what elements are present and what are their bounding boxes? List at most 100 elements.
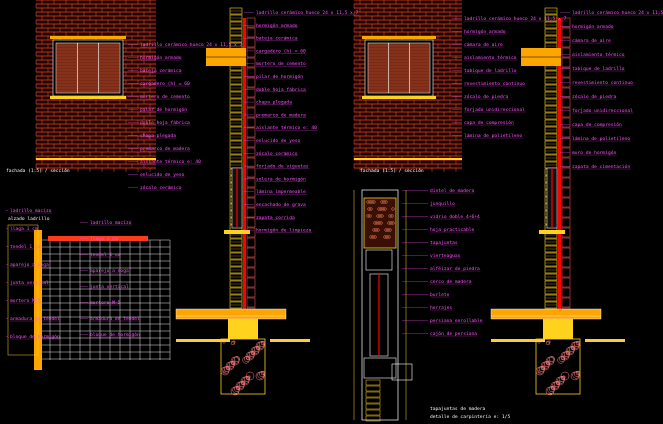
center-detail-label: cajón de persiana (430, 330, 477, 337)
head-block-pattern (379, 221, 383, 225)
head-block-pattern (371, 235, 375, 239)
aggregate-circle (239, 381, 245, 387)
bottom-caption: detalle de carpintería e: 1/5 (430, 413, 510, 420)
aggregate-circle (575, 340, 581, 346)
grid-detail-label: ladrillo macizo (10, 208, 52, 214)
aggregate-circle (252, 346, 260, 354)
aggregate-circle (555, 376, 565, 386)
aggregate-circle (574, 341, 580, 347)
ground-line (176, 339, 230, 342)
head-block-pattern (387, 235, 391, 239)
aggregate-circle (565, 350, 571, 356)
head-block-pattern (366, 200, 370, 204)
aggregate-circle (559, 356, 565, 362)
window-lintel (362, 36, 436, 39)
head-block-pattern (373, 235, 377, 239)
inner-leaf-unit (246, 217, 256, 228)
elevation-left-label: hormigón armado (140, 54, 182, 61)
section-left-label: aislante térmico e: 40 (256, 124, 317, 131)
lower-brick (365, 391, 381, 398)
head-block-pattern (369, 207, 373, 211)
aggregate-circle (574, 371, 580, 377)
inner-leaf-unit (246, 277, 256, 288)
inner-leaf-unit (561, 67, 571, 78)
elevation-left-view (35, 0, 156, 172)
lower-brick (365, 415, 381, 422)
bottom-caption: tapajuntas de madera (430, 406, 486, 412)
section-left-label: encachado de grava (256, 202, 306, 208)
inner-leaf-unit (246, 207, 256, 218)
inner-leaf-unit (246, 27, 256, 38)
grid-detail-right-label: llaga 1 cm (90, 236, 118, 242)
aggregate-circle (557, 376, 565, 384)
aggregate-circle (237, 381, 245, 389)
elevation-right-label: ladrillo cerámico hueco 24 x 11,5 x 7 (464, 15, 567, 22)
aggregate-circle (557, 356, 565, 364)
window-sill-section (224, 230, 250, 234)
aggregate-circle (250, 346, 260, 356)
elevation-left-label: premarco de madera (140, 146, 190, 152)
aggregate-circle (560, 375, 566, 381)
aggregate-circle (535, 366, 545, 376)
head-block-pattern (385, 235, 389, 239)
grid-detail-right-label: mortero M-5 (90, 300, 121, 306)
inner-leaf-unit (561, 177, 571, 188)
aggregate-circle (240, 376, 250, 386)
grid-detail-right-label: armadura de tendel (90, 316, 140, 322)
inner-leaf-unit (561, 37, 571, 48)
elevation-left-label: pilar de hormigón (140, 106, 187, 113)
elevation-left-label: bateja cerámica (140, 67, 182, 74)
inner-leaf-unit (246, 37, 256, 48)
inner-leaf-unit (561, 277, 571, 288)
head-block-pattern (376, 214, 380, 218)
section-left-label: premarco de madera (256, 112, 306, 118)
grid-detail-label: mortero M-5 (10, 298, 41, 304)
grid-detail-right-label: ladrillo macizo (90, 220, 132, 226)
inner-leaf-unit (246, 197, 256, 208)
aggregate-circle (562, 351, 570, 359)
head-block-pattern (379, 207, 383, 211)
ground-line (270, 339, 310, 342)
head-block-pattern (380, 200, 384, 204)
aggregate-circle (547, 356, 555, 364)
inner-leaf-unit (561, 197, 571, 208)
section-left-label: zócalo cerámico (256, 150, 298, 157)
aggregate-circle (572, 371, 580, 379)
aggregate-circle (244, 376, 250, 382)
inner-leaf-unit (246, 87, 256, 98)
aggregate-circle (230, 386, 240, 396)
lower-brick (365, 379, 381, 386)
center-detail-label: tapajuntas (430, 240, 458, 246)
center-detail-label: vidrio doble 4+6+4 (430, 214, 480, 220)
aggregate-circle (544, 361, 550, 367)
aggregate-circle (225, 365, 231, 371)
aggregate-circle (242, 356, 250, 364)
head-block-pattern (383, 235, 387, 239)
aggregate-circle (259, 341, 265, 347)
inner-leaf-unit (246, 267, 256, 278)
inner-leaf-unit (246, 17, 256, 28)
aggregate-circle (542, 361, 550, 369)
inner-leaf-unit (246, 117, 256, 128)
section-left-label: hormigón armado (256, 22, 298, 29)
inner-leaf-unit (561, 127, 571, 138)
aggregate-circle (244, 356, 250, 362)
head-block-pattern (382, 200, 386, 204)
elevation-right-label: aislamiento térmico (464, 54, 517, 61)
section-right-label: capa de compresión (572, 121, 622, 128)
aggregate-circle (222, 370, 226, 374)
aggregate-circle (549, 386, 555, 392)
plinth-line (36, 158, 156, 160)
elevation-right-view (353, 0, 462, 172)
aggregate-circle (570, 341, 580, 351)
elevation-left-label: zócalo cerámico (140, 184, 182, 191)
aggregate-circle (570, 371, 580, 381)
inner-leaf-unit (246, 247, 256, 258)
view-caption: fachada (1:5) / sección (6, 167, 70, 174)
inner-leaf-unit (561, 47, 571, 58)
aggregate-circle (245, 371, 255, 381)
aggregate-circle (234, 356, 240, 362)
aggregate-circle (255, 371, 265, 381)
aggregate-circle (560, 371, 570, 381)
head-block-pattern (368, 200, 372, 204)
